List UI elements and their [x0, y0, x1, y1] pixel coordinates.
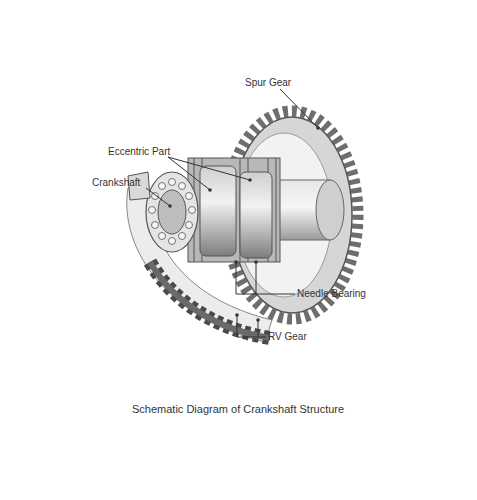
part-label: RV Gear	[268, 331, 307, 343]
bearing-ring	[146, 172, 198, 252]
part-label: Eccentric Part	[108, 146, 170, 158]
needle-rollers	[149, 179, 196, 245]
part-label: Needle Bearing	[297, 288, 366, 300]
eccentric-part	[240, 172, 272, 258]
figure-caption: Schematic Diagram of Crankshaft Structur…	[132, 403, 344, 416]
part-label: Spur Gear	[245, 77, 291, 89]
shaft-end	[316, 180, 344, 240]
bearing-rollers	[194, 158, 276, 262]
eccentric-part	[200, 166, 236, 256]
shaft-section	[158, 190, 186, 234]
part-label: Crankshaft	[92, 177, 140, 189]
needle-bearing	[188, 158, 280, 262]
leader-lines	[146, 89, 318, 337]
